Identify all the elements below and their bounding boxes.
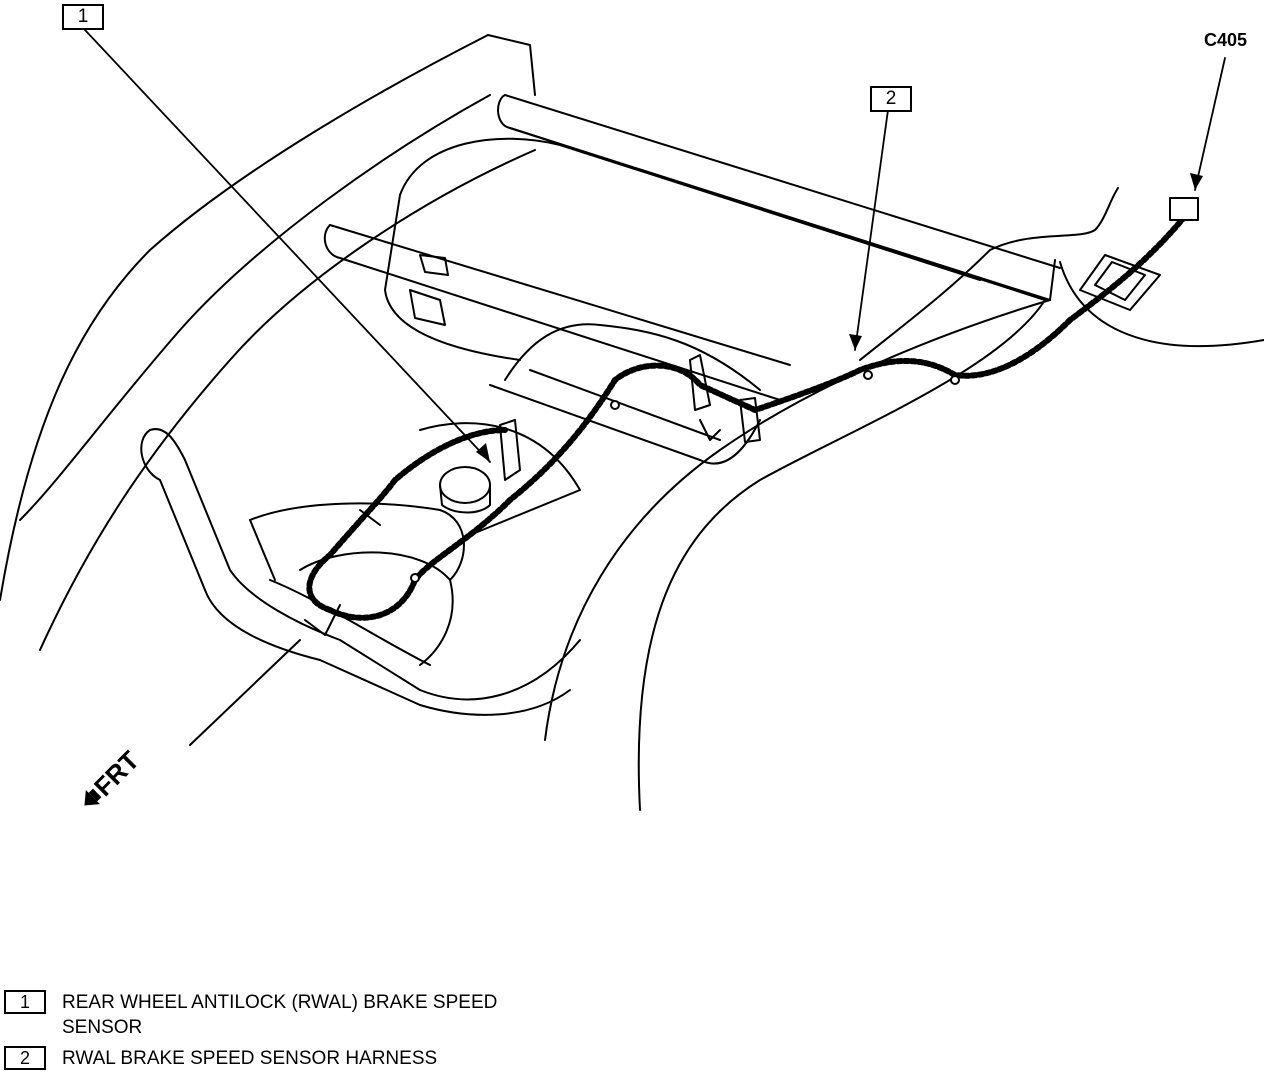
center-tank-structure	[323, 137, 981, 465]
legend-text: REAR WHEEL ANTILOCK (RWAL) BRAKE SPEED S…	[62, 992, 498, 1038]
lower-tube-bar	[140, 428, 581, 746]
callout-2-box: 2	[870, 86, 912, 112]
front-direction-indicator: FRT	[84, 745, 145, 806]
legend-item: 2 RWAL BRAKE SPEED SENSOR HARNESS	[4, 1046, 704, 1071]
rwal-harness-path	[304, 187, 1199, 636]
connector-c405-label: C405	[1204, 30, 1248, 50]
frame-rail-left	[0, 34, 536, 651]
legend-text: RWAL BRAKE SPEED SENSOR HARNESS	[62, 1048, 438, 1069]
axle-differential	[249, 419, 581, 666]
legend-number: 1	[4, 990, 46, 1014]
front-arrow-icon	[84, 790, 100, 806]
callout-1-box: 1	[62, 4, 104, 30]
legend-item: 1 REAR WHEEL ANTILOCK (RWAL) BRAKE SPEED…	[4, 990, 704, 1040]
callout-2-number: 2	[885, 88, 897, 109]
wheel-arc-right	[544, 259, 1264, 811]
leader-arrowheads	[476, 173, 1203, 462]
rear-crossmember	[497, 94, 1061, 301]
rear-axle-harness-illustration: FRT	[0, 29, 1264, 811]
callout-leaders	[84, 29, 1226, 463]
legend: 1 REAR WHEEL ANTILOCK (RWAL) BRAKE SPEED…	[4, 990, 704, 1075]
callout-1-number: 1	[77, 6, 89, 27]
legend-number: 2	[4, 1046, 46, 1070]
